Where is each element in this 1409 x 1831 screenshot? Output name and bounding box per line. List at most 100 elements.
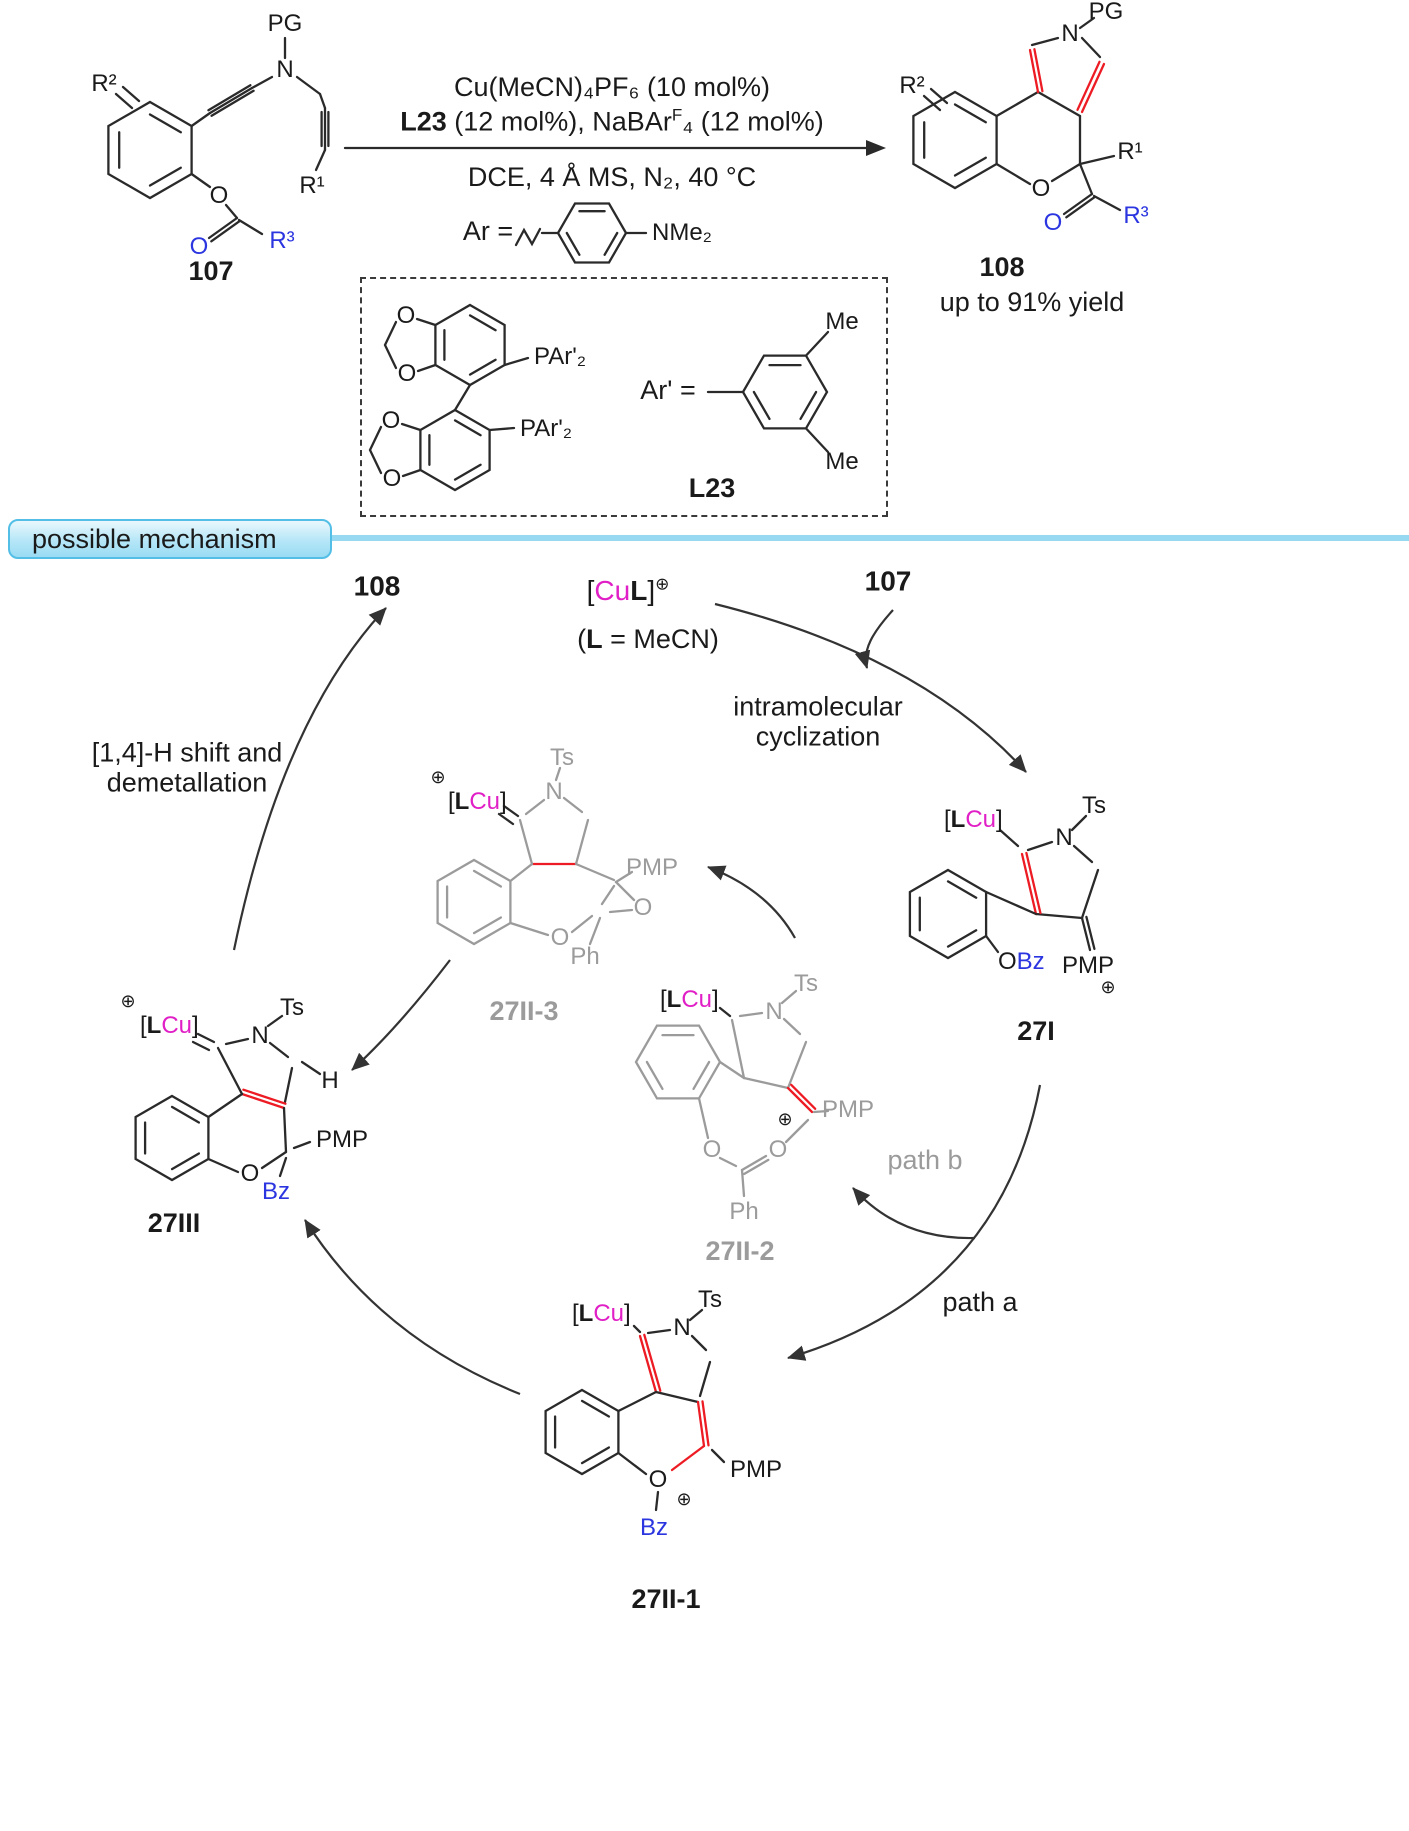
path-a-label: path a bbox=[942, 1287, 1018, 1318]
atom-o1-27II2: O bbox=[702, 1135, 722, 1163]
banner-text: possible mechanism bbox=[32, 523, 277, 554]
bracket-open: [ bbox=[660, 985, 667, 1013]
atom-o-27II1: O bbox=[648, 1465, 668, 1493]
intermediate-label-27I: 27I bbox=[1017, 1016, 1055, 1047]
possible-mechanism-banner: possible mechanism bbox=[8, 519, 332, 559]
conditions-line-2-end: ₄ (12 mol%) bbox=[682, 106, 824, 137]
ph-group-27II2: Ph bbox=[729, 1197, 759, 1225]
plus-charge-icon-27II1: ⊕ bbox=[676, 1489, 692, 1510]
atom-o: O bbox=[998, 947, 1017, 975]
bz-group-27II1: Bz bbox=[639, 1513, 669, 1541]
ligand-l: L bbox=[146, 1011, 162, 1039]
yield-text: up to 91% yield bbox=[939, 287, 1125, 318]
intermediate-label-27II1: 27II-1 bbox=[631, 1584, 701, 1615]
plus-charge-icon-27III: ⊕ bbox=[120, 991, 136, 1012]
ligand-l: L bbox=[666, 985, 682, 1013]
atom-o1-27II3: O bbox=[633, 893, 653, 921]
bracket-close: ] bbox=[192, 1011, 199, 1039]
ligand-note: (L = MeCN) bbox=[577, 624, 719, 655]
ligand-note-rest: = MeCN) bbox=[602, 624, 719, 655]
ar-definition-label: Ar = bbox=[462, 216, 514, 247]
atom-n-27II1: N bbox=[673, 1313, 691, 1341]
structure-27II-1-skeleton bbox=[544, 1308, 726, 1512]
pmp-group-27I: PMP bbox=[1061, 951, 1115, 979]
plus-charge-icon-27II3: ⊕ bbox=[430, 767, 446, 788]
r2-group-108: R² bbox=[899, 71, 925, 99]
ligand-l: L bbox=[630, 574, 648, 606]
pmp-group-27II1: PMP bbox=[730, 1455, 783, 1483]
structure-27III-skeleton bbox=[134, 1014, 322, 1182]
intermediate-label-27III: 27III bbox=[147, 1208, 201, 1239]
cycle-compound-108: 108 bbox=[353, 570, 401, 602]
atom-o2-27II2: O bbox=[768, 1135, 788, 1163]
atom-h-27III: H bbox=[321, 1066, 339, 1094]
structure-27II-3-skeleton bbox=[436, 766, 636, 946]
carbonyl-o-107: O bbox=[189, 232, 209, 260]
intermediate-label-27II2: 27II-2 bbox=[705, 1236, 775, 1267]
step-h-shift-demetallation: [1,4]-H shift and demetallation bbox=[91, 737, 283, 797]
r1-group-108: R¹ bbox=[1117, 137, 1143, 165]
r1-group-107: R¹ bbox=[299, 171, 325, 199]
dioxole-o-1: O bbox=[396, 301, 416, 329]
bracket-open: [ bbox=[944, 805, 951, 833]
bracket-open: [ bbox=[572, 1299, 579, 1327]
catalyst-cul-label: [CuL]⊕ bbox=[587, 575, 670, 606]
ligand-l-note: L bbox=[586, 624, 603, 655]
dioxole-o-2: O bbox=[397, 359, 417, 387]
pmp-group-27II2: PMP bbox=[821, 1095, 875, 1123]
ts-group-27II3: Ts bbox=[550, 743, 574, 771]
conditions-line-2: L23 (12 mol%), NaBArF₄ (12 mol%) bbox=[400, 106, 824, 138]
structure-27I-skeleton bbox=[908, 814, 1100, 960]
reaction-arrow bbox=[343, 140, 886, 264]
bracket-close: ] bbox=[647, 574, 656, 606]
methyl-bottom: Me bbox=[825, 447, 859, 475]
obz-group-27I: OBz bbox=[998, 947, 1045, 975]
atom-n-107: N bbox=[276, 55, 294, 83]
pmp-group-27III: PMP bbox=[316, 1125, 369, 1153]
ph-group-27II3: Ph bbox=[570, 942, 600, 970]
methyl-top: Me bbox=[825, 307, 859, 335]
atom-n-27I: N bbox=[1055, 823, 1073, 851]
lcu-label-27II1: [LCu] bbox=[572, 1299, 631, 1327]
step-intramolecular-cyclization: intramolecular cyclization bbox=[733, 691, 903, 751]
bracket-open: [ bbox=[448, 787, 455, 815]
ligand-l: L bbox=[454, 787, 470, 815]
conditions-line-2-mid: (12 mol%), NaBAr bbox=[446, 106, 672, 137]
ligand-L23-skeleton bbox=[368, 303, 830, 492]
phosphine-bottom: PAr'₂ bbox=[520, 414, 573, 442]
atom-o2-27II3: O bbox=[550, 923, 570, 951]
lcu-label-27III: [LCu] bbox=[140, 1011, 199, 1039]
pg-group-107: PG bbox=[267, 9, 303, 37]
cycle-compound-107: 107 bbox=[864, 565, 912, 597]
compound-number-108: 108 bbox=[979, 252, 1025, 283]
atom-n-27II3: N bbox=[545, 777, 563, 805]
cu-atom: Cu bbox=[681, 985, 713, 1013]
pg-group-108: PG bbox=[1088, 0, 1124, 25]
section-divider-line bbox=[332, 535, 1409, 541]
bracket-close: ] bbox=[624, 1299, 631, 1327]
lcu-label-27II2: [LCu] bbox=[660, 985, 719, 1013]
r3-group-107: R³ bbox=[269, 226, 295, 254]
plus-charge-icon-27I: ⊕ bbox=[1100, 977, 1116, 998]
dioxole-o-3: O bbox=[381, 406, 401, 434]
pmp-group-27II3: PMP bbox=[625, 853, 679, 881]
conditions-line-3: DCE, 4 Å MS, N₂, 40 °C bbox=[467, 162, 757, 193]
cycle-arrows bbox=[232, 602, 1042, 1396]
bracket-close: ] bbox=[996, 805, 1003, 833]
bracket-open: [ bbox=[140, 1011, 147, 1039]
ligand-code: L23 bbox=[400, 106, 447, 137]
structure-107-skeleton bbox=[107, 36, 330, 243]
ligand-box bbox=[360, 277, 888, 517]
intermediate-label-27II3: 27II-3 bbox=[489, 996, 559, 1027]
ligand-l: L bbox=[950, 805, 966, 833]
bracket-close: ] bbox=[712, 985, 719, 1013]
phosphine-top: PAr'₂ bbox=[534, 342, 587, 370]
ts-group-27III: Ts bbox=[280, 993, 304, 1021]
nme2-group: NMe₂ bbox=[652, 218, 712, 246]
ester-o-107: O bbox=[209, 181, 229, 209]
cu-atom: Cu bbox=[965, 805, 997, 833]
atom-n-108: N bbox=[1061, 19, 1079, 47]
conditions-line-1: Cu(MeCN)₄PF₆ (10 mol%) bbox=[454, 72, 770, 103]
bz-group: Bz bbox=[1016, 947, 1045, 975]
